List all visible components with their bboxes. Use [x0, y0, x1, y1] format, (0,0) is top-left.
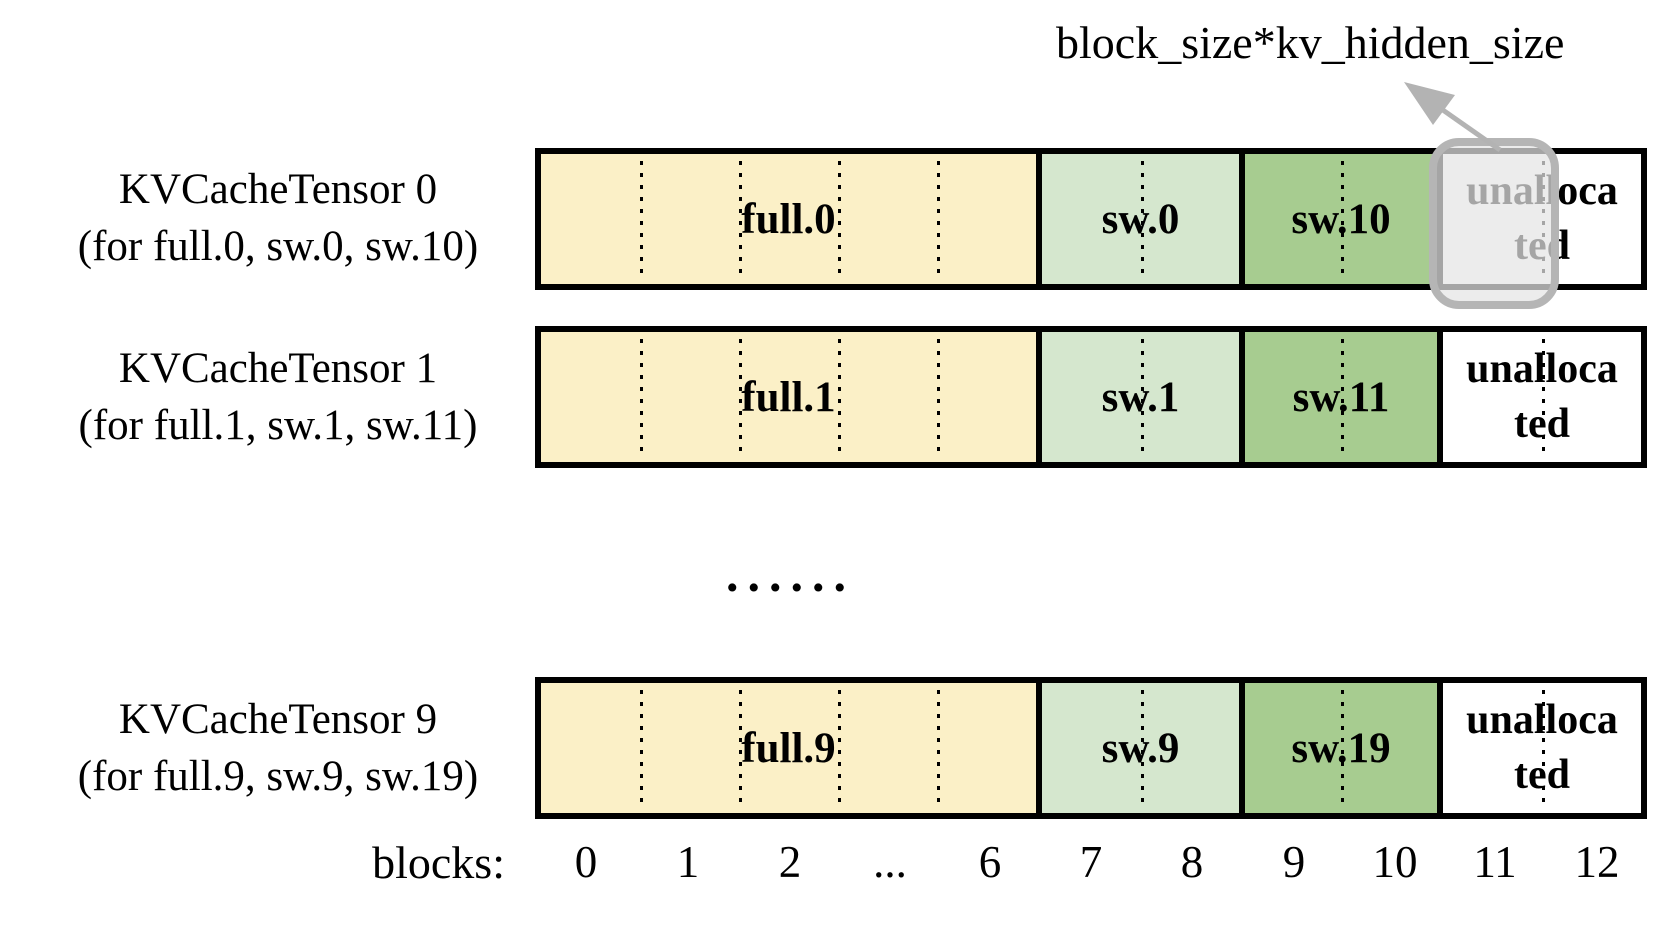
tensor-1-segment-unallocated: unalloca ted — [1437, 332, 1641, 462]
block-divider-dotted — [640, 161, 643, 277]
block-divider-dotted — [1140, 339, 1144, 455]
segment-label-sw-high: sw.19 — [1291, 724, 1391, 772]
block-tick-9: 9 — [1282, 837, 1306, 887]
block-tick-0: 0 — [574, 837, 598, 887]
block-divider-dotted — [937, 690, 940, 806]
tensor-9-segment-sw-low: sw.9 — [1036, 683, 1239, 813]
tensor-1-title: KVCacheTensor 1 — [118, 345, 438, 392]
tensor-0-segment-full: full.0 — [541, 154, 1036, 284]
block-divider-dotted — [1542, 690, 1545, 806]
block-tick-2: 2 — [778, 837, 802, 887]
block-divider-dotted — [739, 161, 742, 277]
tensor-9-label: KVCacheTensor 9 (for full.9, sw.9, sw.19… — [28, 691, 528, 805]
block-divider-dotted — [1341, 339, 1344, 455]
block-divider-dotted — [640, 690, 643, 806]
tensor-9-segment-full: full.9 — [541, 683, 1036, 813]
tensor-1-label: KVCacheTensor 1 (for full.1, sw.1, sw.11… — [28, 340, 528, 454]
tensor-1-segment-sw-low: sw.1 — [1036, 332, 1239, 462]
tensor-1-segment-full: full.1 — [541, 332, 1036, 462]
block-divider-dotted — [1341, 690, 1344, 806]
tensor-9-segment-sw-high: sw.19 — [1239, 683, 1437, 813]
segment-label-full: full.9 — [741, 724, 836, 772]
segment-label-full: full.1 — [741, 373, 836, 421]
block-tick-11: 11 — [1473, 837, 1517, 887]
segment-label-sw-low: sw.9 — [1101, 724, 1180, 772]
block-tick-12: 12 — [1574, 837, 1620, 887]
segment-label-sw-low: sw.0 — [1101, 195, 1180, 243]
block-tick-ellipsis: ... — [873, 837, 907, 887]
segment-label-full: full.0 — [741, 195, 836, 243]
tensor-0-subtitle: (for full.0, sw.0, sw.10) — [77, 223, 479, 270]
block-divider-dotted — [1140, 690, 1144, 806]
block-divider-dotted — [640, 339, 643, 455]
block-tick-6: 6 — [978, 837, 1002, 887]
tensor-0-segment-sw-low: sw.0 — [1036, 154, 1239, 284]
tensor-0-segment-sw-high: sw.10 — [1239, 154, 1437, 284]
block-tick-1: 1 — [676, 837, 700, 887]
block-divider-dotted — [937, 161, 940, 277]
block-divider-dotted — [1341, 161, 1344, 277]
rows-ellipsis: ...... — [726, 546, 855, 602]
unallocated-line2: ted — [1513, 401, 1570, 447]
tensor-1-subtitle: (for full.1, sw.1, sw.11) — [78, 402, 478, 449]
block-divider-dotted — [838, 339, 841, 455]
tensor-1-box: full.1 sw.1 sw.11 unalloca ted — [535, 326, 1647, 468]
unallocated-line2: ted — [1513, 752, 1570, 798]
unallocated-line1: unalloca — [1466, 346, 1618, 392]
block-divider-dotted — [937, 339, 940, 455]
block-divider-dotted — [739, 339, 742, 455]
tensor-0-label: KVCacheTensor 0 (for full.0, sw.0, sw.10… — [28, 161, 528, 275]
block-divider-dotted — [838, 161, 841, 277]
segment-label-sw-high: sw.11 — [1292, 373, 1390, 421]
tensor-9-title: KVCacheTensor 9 — [118, 696, 438, 743]
tensor-1-segment-sw-high: sw.11 — [1239, 332, 1437, 462]
block-divider-dotted — [739, 690, 742, 806]
block-size-annotation: block_size*kv_hidden_size — [1056, 17, 1565, 68]
tensor-9-box: full.9 sw.9 sw.19 unalloca ted — [535, 677, 1647, 819]
blocks-axis-label: blocks: — [372, 837, 505, 888]
tensor-9-subtitle: (for full.9, sw.9, sw.19) — [77, 753, 479, 800]
annotation-arrowhead — [1404, 82, 1455, 125]
block-divider-dotted — [838, 690, 841, 806]
tensor-9-segment-unallocated: unalloca ted — [1437, 683, 1641, 813]
block-size-highlight-rect — [1429, 138, 1559, 309]
block-divider-dotted — [1140, 161, 1144, 277]
segment-label-sw-low: sw.1 — [1101, 373, 1180, 421]
unallocated-line1: unalloca — [1466, 697, 1618, 743]
segment-label-sw-high: sw.10 — [1291, 195, 1391, 243]
block-divider-dotted — [1542, 339, 1545, 455]
tensor-0-title: KVCacheTensor 0 — [118, 166, 438, 213]
segment-label-unallocated: unalloca ted — [1466, 693, 1618, 803]
block-tick-10: 10 — [1372, 837, 1418, 887]
block-tick-8: 8 — [1180, 837, 1204, 887]
block-tick-7: 7 — [1079, 837, 1103, 887]
segment-label-unallocated: unalloca ted — [1466, 342, 1618, 452]
